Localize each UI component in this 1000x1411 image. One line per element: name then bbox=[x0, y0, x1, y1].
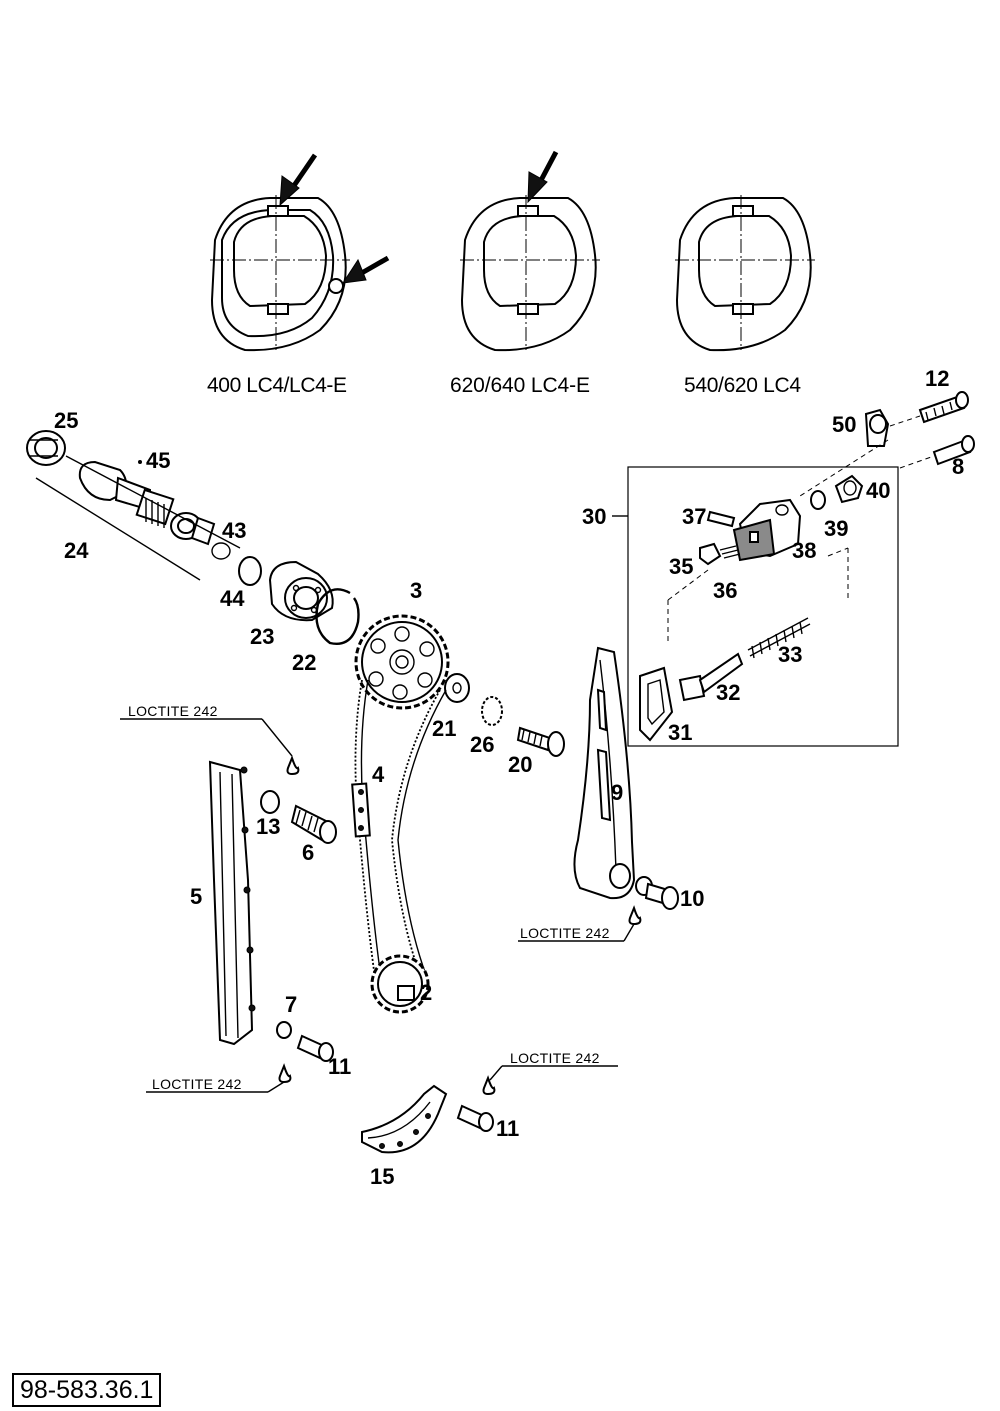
loctite-callout: LOCTITE 242 bbox=[518, 923, 635, 942]
part-label-22: 22 bbox=[292, 650, 316, 675]
washer-small bbox=[276, 1021, 292, 1039]
part-label-8: 8 bbox=[952, 454, 964, 479]
part-label-33: 33 bbox=[778, 642, 802, 667]
camshaft bbox=[78, 460, 216, 546]
arrow-icon bbox=[341, 255, 390, 284]
arrow-icon bbox=[279, 153, 318, 207]
screw bbox=[296, 1034, 334, 1062]
part-label-26: 26 bbox=[470, 732, 494, 757]
loctite-callout: LOCTITE 242 bbox=[120, 703, 293, 757]
part-label-7: 7 bbox=[285, 992, 297, 1017]
o-ring bbox=[211, 542, 231, 560]
tensioner-rail bbox=[573, 646, 636, 900]
cam-housing-variant-1 bbox=[210, 195, 350, 352]
tensioner-spring bbox=[747, 617, 811, 659]
document-code: 98-583.36.1 bbox=[12, 1373, 162, 1407]
banjo-screw bbox=[834, 474, 864, 504]
part-label-10: 10 bbox=[680, 886, 704, 911]
loctite-drop-icon bbox=[286, 755, 300, 776]
part-label-4: 4 bbox=[372, 762, 385, 787]
part-label-40: 40 bbox=[866, 478, 890, 503]
guide-bolt bbox=[290, 804, 337, 844]
pin-icon bbox=[138, 460, 142, 464]
svg-text:LOCTITE 242: LOCTITE 242 bbox=[520, 925, 610, 941]
timing-chain bbox=[354, 679, 447, 986]
variant-label-2: 620/640 LC4-E bbox=[450, 374, 590, 397]
loctite-drop-icon bbox=[482, 1075, 496, 1096]
part-label-23: 23 bbox=[250, 624, 274, 649]
svg-text:LOCTITE 242: LOCTITE 242 bbox=[128, 703, 218, 719]
part-label-31: 31 bbox=[668, 720, 692, 745]
part-label-36: 36 bbox=[713, 578, 737, 603]
part-label-12: 12 bbox=[925, 366, 949, 391]
camshaft-sprocket bbox=[354, 614, 450, 710]
sprocket-bolt bbox=[516, 726, 565, 757]
screw bbox=[918, 391, 969, 424]
part-label-45: 45 bbox=[146, 448, 170, 473]
part-number-labels: 2 3 4 5 6 7 8 9 10 11 11 12 13 15 20 21 … bbox=[54, 366, 964, 1189]
part-label-6: 6 bbox=[302, 840, 314, 865]
part-label-15: 15 bbox=[370, 1164, 394, 1189]
needle-bearing bbox=[26, 430, 66, 466]
tensioner-assembly-frame bbox=[627, 466, 899, 747]
part-label-11b: 11 bbox=[496, 1116, 519, 1141]
svg-text:LOCTITE 242: LOCTITE 242 bbox=[510, 1050, 600, 1066]
loctite-drop-icon bbox=[628, 905, 642, 926]
part-label-5: 5 bbox=[190, 884, 202, 909]
part-label-32: 32 bbox=[716, 680, 740, 705]
part-label-13: 13 bbox=[256, 814, 280, 839]
svg-text:LOCTITE 242: LOCTITE 242 bbox=[152, 1076, 242, 1092]
chain-link bbox=[351, 782, 371, 838]
loctite-callout: LOCTITE 242 bbox=[146, 1076, 285, 1093]
ball-bearing bbox=[268, 560, 334, 622]
variant-label-1: 400 LC4/LC4-E bbox=[207, 374, 347, 397]
gasket bbox=[639, 666, 674, 742]
seal-ring bbox=[810, 490, 826, 510]
lock-washer bbox=[481, 696, 503, 726]
screw bbox=[456, 1104, 494, 1132]
part-label-30: 30 bbox=[582, 504, 606, 529]
part-label-35: 35 bbox=[669, 554, 693, 579]
lower-guide-rail bbox=[361, 1084, 448, 1154]
cam-housing-variant-3 bbox=[675, 195, 815, 352]
part-label-20: 20 bbox=[508, 752, 532, 777]
tensioner-plunger bbox=[678, 652, 744, 702]
part-label-43: 43 bbox=[222, 518, 246, 543]
hollow-bolt-fitting bbox=[864, 408, 890, 447]
part-label-24: 24 bbox=[64, 538, 89, 563]
circlip bbox=[315, 588, 360, 645]
screw bbox=[932, 435, 975, 466]
plug bbox=[699, 542, 722, 566]
loctite-drop-icon bbox=[278, 1063, 292, 1084]
arrow-icon bbox=[527, 150, 559, 204]
crankshaft-sprocket bbox=[370, 954, 430, 1014]
guide-rail bbox=[208, 760, 256, 1046]
part-label-21: 21 bbox=[432, 716, 456, 741]
shim-ring bbox=[238, 556, 262, 586]
part-label-50: 50 bbox=[832, 412, 856, 437]
part-label-38: 38 bbox=[792, 538, 816, 563]
tensioner-housing bbox=[732, 498, 802, 562]
pivot-bolt bbox=[635, 876, 679, 910]
part-label-39: 39 bbox=[824, 516, 848, 541]
loctite-callout: LOCTITE 242 bbox=[489, 1050, 618, 1081]
pin bbox=[706, 510, 736, 528]
part-label-11a: 11 bbox=[328, 1054, 351, 1079]
sealing-ring bbox=[260, 790, 280, 814]
part-label-2: 2 bbox=[420, 980, 432, 1005]
part-label-44: 44 bbox=[220, 586, 245, 611]
variant-label-3: 540/620 LC4 bbox=[684, 374, 801, 397]
part-label-25: 25 bbox=[54, 408, 78, 433]
part-label-9: 9 bbox=[611, 780, 623, 805]
part-label-3: 3 bbox=[410, 578, 422, 603]
cam-housing-variant-2 bbox=[460, 195, 600, 352]
part-label-37: 37 bbox=[682, 504, 706, 529]
spring-small bbox=[719, 545, 741, 559]
washer bbox=[444, 673, 470, 703]
